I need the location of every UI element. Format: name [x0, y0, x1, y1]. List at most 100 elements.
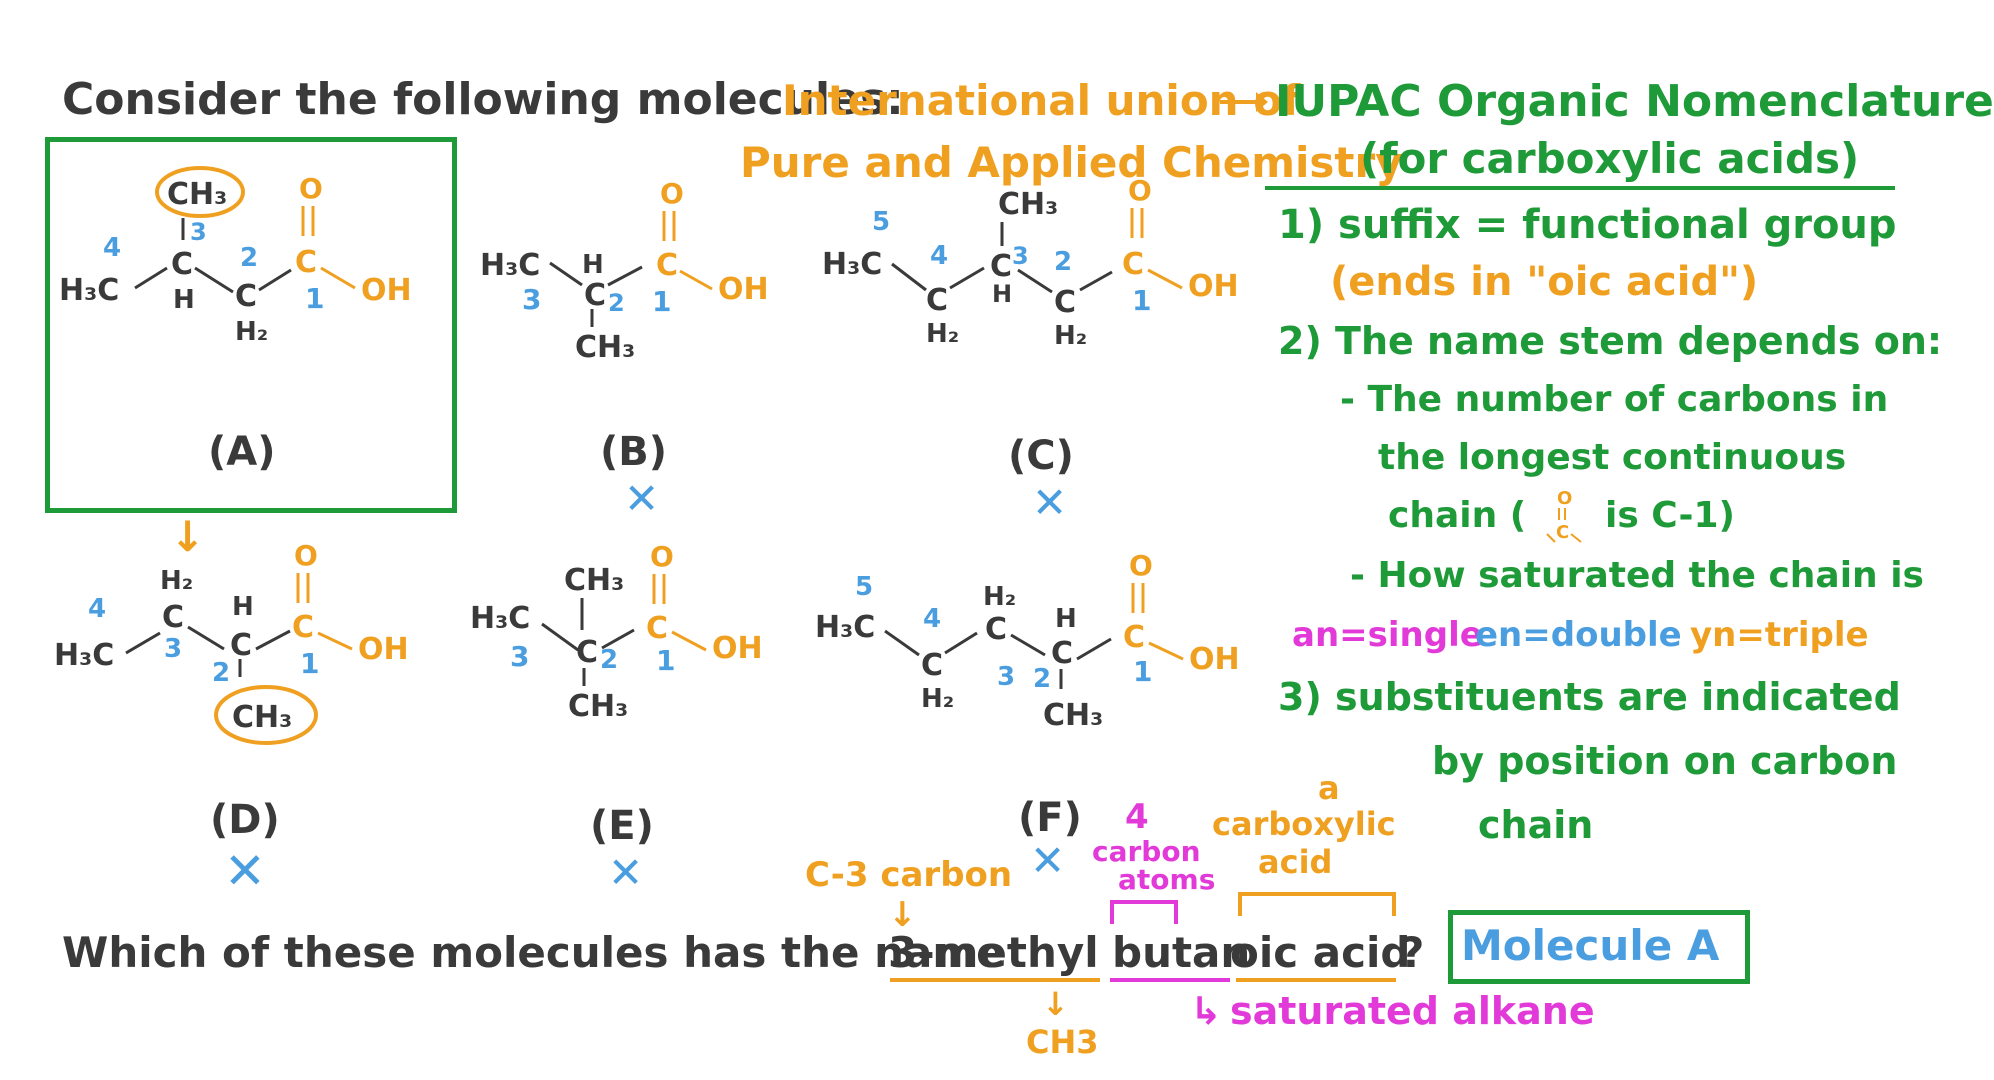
molecule-d: 4 H₃C H₂ C 3 H C 2 CH₃ O C 1 OH: [52, 539, 432, 769]
svg-text:C: C: [584, 278, 606, 313]
svg-text:3: 3: [997, 662, 1015, 692]
svg-text:2: 2: [212, 658, 230, 688]
svg-text:C: C: [646, 611, 668, 646]
svg-text:1: 1: [656, 644, 675, 677]
svg-text:O: O: [650, 540, 674, 573]
svg-text:CH₃: CH₃: [568, 689, 628, 724]
svg-text:C: C: [230, 628, 252, 663]
svg-text:H₃C: H₃C: [470, 601, 530, 636]
svg-text:CH₃: CH₃: [167, 177, 227, 212]
svg-text:CH₃: CH₃: [998, 187, 1058, 222]
svg-text:C: C: [1051, 636, 1073, 671]
name-part-oic-acid: oic acid: [1230, 928, 1411, 977]
carboxyl-carbon-icon: O C: [1546, 488, 1582, 543]
molecule-f: 5 H₃C 4 C H₂ H₂ C 3 H C 2 CH₃ O C 1 OH: [815, 549, 1265, 769]
answer-text: Molecule A: [1461, 921, 1720, 970]
x-mark-b: ✕: [624, 474, 660, 523]
svg-text:C: C: [1556, 522, 1569, 543]
label-e[interactable]: (E): [590, 803, 654, 849]
title-underline: [1265, 186, 1895, 190]
svg-text:1: 1: [652, 285, 671, 318]
svg-text:H₃C: H₃C: [59, 273, 119, 308]
acid-c-label: acid: [1258, 843, 1333, 881]
selected-molecule-box: [45, 137, 457, 513]
label-c[interactable]: (C): [1008, 433, 1074, 479]
svg-text:C: C: [576, 635, 598, 670]
svg-text:H₂: H₂: [235, 317, 268, 347]
svg-text:OH: OH: [361, 273, 412, 308]
label-a[interactable]: (A): [208, 429, 276, 475]
molecule-e: H₃C 3 CH₃ C 2 CH₃ O C 1 OH: [470, 540, 790, 774]
label-f[interactable]: (F): [1018, 795, 1082, 841]
svg-text:4: 4: [88, 594, 106, 624]
rule-2c: chain (: [1388, 495, 1527, 536]
label-b[interactable]: (B): [600, 429, 668, 475]
svg-text:C: C: [292, 610, 314, 645]
iupac-title: IUPAC Organic Nomenclature: [1275, 76, 1994, 127]
svg-text:2: 2: [240, 243, 258, 273]
svg-text:CH₃: CH₃: [575, 330, 635, 365]
svg-text:C: C: [1123, 620, 1145, 655]
svg-text:1: 1: [1133, 655, 1152, 688]
carbon-label: carbon: [1092, 835, 1201, 868]
intro-text: Consider the following molecules:: [62, 74, 904, 125]
svg-text:2: 2: [1033, 664, 1051, 694]
svg-text:C: C: [171, 247, 193, 282]
arrow-icon: [1220, 92, 1268, 112]
question-text: Which of these molecules has the name: [62, 928, 1005, 977]
four-label: 4: [1125, 797, 1149, 837]
svg-text:2: 2: [600, 645, 618, 675]
svg-text:5: 5: [872, 207, 890, 237]
x-mark-c: ✕: [1032, 478, 1068, 527]
molecule-b: H₃C 3 H C 2 CH₃ O C 1 OH: [480, 177, 780, 389]
svg-text:H₂: H₂: [926, 319, 959, 349]
svg-text:3: 3: [1012, 242, 1029, 270]
svg-text:C: C: [1054, 285, 1076, 320]
rule-2d: is C-1): [1605, 495, 1735, 536]
x-mark-d: ✕: [224, 842, 266, 900]
svg-text:O: O: [299, 172, 323, 205]
rule-1: 1) suffix = functional group: [1278, 202, 1897, 248]
svg-text:C: C: [990, 249, 1012, 284]
butan-bracket: [1110, 900, 1178, 924]
svg-text:C: C: [295, 245, 317, 280]
svg-text:1: 1: [300, 647, 319, 680]
rule-1b: (ends in "oic acid"): [1330, 259, 1759, 305]
svg-text:1: 1: [1132, 284, 1151, 317]
svg-text:H₃C: H₃C: [54, 638, 114, 673]
svg-text:OH: OH: [1188, 269, 1239, 304]
svg-text:5: 5: [855, 572, 873, 602]
question-mark: ?: [1400, 928, 1425, 977]
butan-underline: [1110, 978, 1230, 982]
arrow-down-icon: ↓: [170, 512, 206, 561]
svg-text:O: O: [1129, 549, 1153, 582]
ch3-annotation: CH3: [1026, 1023, 1099, 1061]
x-mark-f: ✕: [1030, 836, 1066, 885]
methyl-underline: [890, 978, 1100, 982]
answer-box[interactable]: Molecule A: [1448, 910, 1750, 984]
svg-text:3: 3: [190, 218, 207, 246]
acid-a-label: a: [1318, 769, 1340, 807]
svg-text:H₃C: H₃C: [815, 610, 875, 645]
rule-3: 3) substituents are indicated: [1278, 675, 1901, 719]
svg-text:OH: OH: [712, 631, 763, 666]
svg-text:4: 4: [103, 233, 121, 263]
sat-yn: yn=triple: [1690, 615, 1869, 655]
svg-text:CH₃: CH₃: [564, 563, 624, 598]
svg-text:H₂: H₂: [921, 684, 954, 714]
c3-annotation: C-3 carbon: [805, 855, 1013, 895]
svg-text:H₃C: H₃C: [480, 248, 540, 283]
label-d[interactable]: (D): [210, 797, 280, 843]
iupac-subtitle: (for carboxylic acids): [1360, 134, 1860, 183]
rule-2e: - How saturated the chain is: [1350, 555, 1924, 596]
svg-text:C: C: [921, 648, 943, 683]
svg-text:H: H: [1055, 604, 1077, 634]
svg-text:OH: OH: [358, 632, 409, 667]
molecule-c: 5 H₃C 4 C H₂ CH₃ C 3 H 2 C H₂ O C 1 OH: [822, 174, 1262, 374]
name-part-butan: butan: [1112, 928, 1251, 977]
svg-text:H₃C: H₃C: [822, 247, 882, 282]
svg-text:CH₃: CH₃: [1043, 698, 1103, 733]
svg-text:3: 3: [510, 640, 529, 673]
svg-text:H₂: H₂: [1054, 321, 1087, 351]
svg-text:O: O: [1557, 488, 1572, 509]
